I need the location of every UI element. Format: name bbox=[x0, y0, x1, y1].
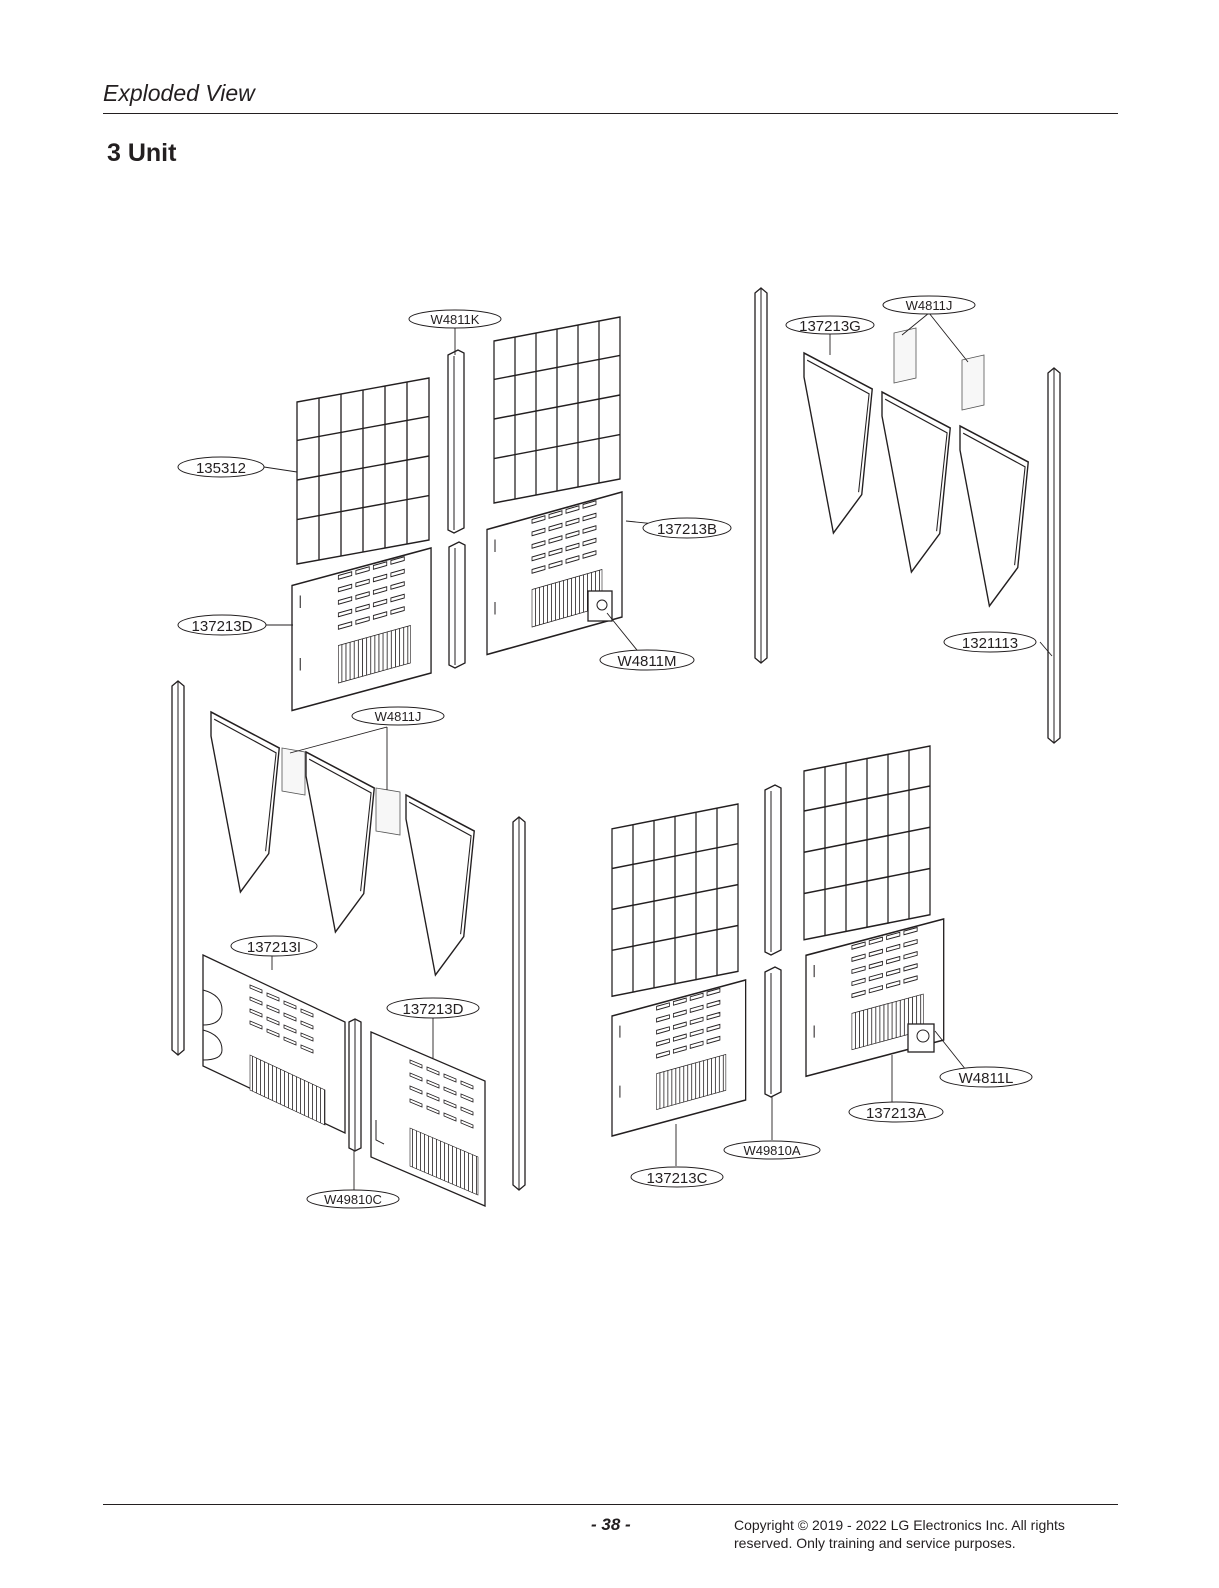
plate-w4811j-bottom bbox=[281, 747, 401, 836]
channel-rail-top-lower bbox=[448, 541, 466, 669]
taper-panel-i3 bbox=[405, 794, 476, 976]
svg-text:137213G: 137213G bbox=[799, 318, 861, 335]
callout-w4811m: W4811M bbox=[599, 649, 695, 671]
svg-text:W4811M: W4811M bbox=[618, 653, 677, 670]
plate-w4811j-top bbox=[893, 327, 985, 411]
taper-panel-g2 bbox=[881, 391, 952, 573]
svg-text:W49810C: W49810C bbox=[324, 1192, 382, 1207]
corner-post-bottom-mid bbox=[512, 816, 526, 1191]
corner-post-top-right bbox=[1047, 367, 1061, 744]
svg-text:1321113: 1321113 bbox=[962, 635, 1018, 652]
svg-text:137213D: 137213D bbox=[192, 618, 253, 635]
channel-rail-top-upper bbox=[447, 349, 465, 534]
channel-rail-bottom-upper bbox=[764, 784, 782, 956]
svg-text:135312: 135312 bbox=[196, 460, 246, 477]
taper-panel-i2 bbox=[305, 751, 376, 933]
callout-137213g: 137213G bbox=[785, 315, 875, 335]
callout-w4811l: W4811L bbox=[939, 1066, 1033, 1088]
wire-guard-right-bottom bbox=[803, 745, 931, 941]
callout-w4811j-bottom: W4811J bbox=[351, 706, 445, 726]
footer-rule bbox=[103, 1504, 1118, 1505]
svg-text:W4811J: W4811J bbox=[375, 709, 422, 724]
callout-137213d-top: 137213D bbox=[177, 614, 267, 636]
callout-135312: 135312 bbox=[177, 456, 265, 478]
svg-text:W4811J: W4811J bbox=[906, 298, 953, 313]
svg-text:137213A: 137213A bbox=[866, 1105, 926, 1122]
wire-guard-left-top bbox=[296, 377, 430, 565]
copyright-text: Copyright © 2019 - 2022 LG Electronics I… bbox=[734, 1517, 1065, 1551]
svg-text:137213C: 137213C bbox=[647, 1170, 708, 1187]
channel-rail-w49810A bbox=[764, 966, 782, 1098]
svg-text:137213B: 137213B bbox=[657, 521, 717, 538]
wire-guard-left-bottom bbox=[611, 803, 739, 997]
callout-137213c: 137213C bbox=[630, 1166, 724, 1188]
callout-137213b: 137213B bbox=[642, 517, 732, 539]
section-title: Exploded View bbox=[103, 80, 255, 106]
louver-panel-137213D-bottom bbox=[370, 1031, 486, 1207]
louver-panel-137213I bbox=[202, 953, 346, 1135]
svg-text:W4811K: W4811K bbox=[431, 312, 480, 327]
callout-w4811j-top: W4811J bbox=[882, 295, 976, 315]
svg-text:W49810A: W49810A bbox=[743, 1143, 800, 1158]
louver-panel-137213D-top bbox=[291, 547, 432, 712]
callout-w49810a: W49810A bbox=[723, 1140, 821, 1160]
wire-guard-right-top bbox=[493, 316, 621, 504]
taper-panel-g1 bbox=[803, 352, 874, 534]
callout-137213d-bottom: 137213D bbox=[386, 997, 480, 1019]
header-rule bbox=[103, 113, 1118, 114]
callout-137213i: 137213I bbox=[230, 935, 318, 957]
callout-137213a: 137213A bbox=[848, 1101, 944, 1123]
svg-text:137213D: 137213D bbox=[403, 1001, 464, 1018]
taper-panel-g3 bbox=[959, 425, 1030, 607]
page-heading: 3 Unit bbox=[107, 139, 177, 167]
svg-text:137213I: 137213I bbox=[247, 939, 301, 956]
louver-panel-137213C bbox=[611, 979, 747, 1137]
svg-text:W4811L: W4811L bbox=[959, 1070, 1014, 1087]
channel-rail-w49810C bbox=[348, 1018, 362, 1152]
louver-panel-137213A bbox=[805, 918, 945, 1078]
louver-panel-137213B bbox=[486, 491, 623, 656]
corner-post-bottom-left bbox=[171, 680, 185, 1056]
taper-panel-i1 bbox=[210, 711, 281, 893]
callout-w4811k-top: W4811K bbox=[408, 309, 502, 329]
page-number: - 38 - bbox=[591, 1515, 631, 1534]
callout-w49810c: W49810C bbox=[306, 1189, 400, 1209]
callout-1321113: 1321113 bbox=[943, 631, 1037, 653]
corner-post-top-left bbox=[754, 287, 768, 664]
